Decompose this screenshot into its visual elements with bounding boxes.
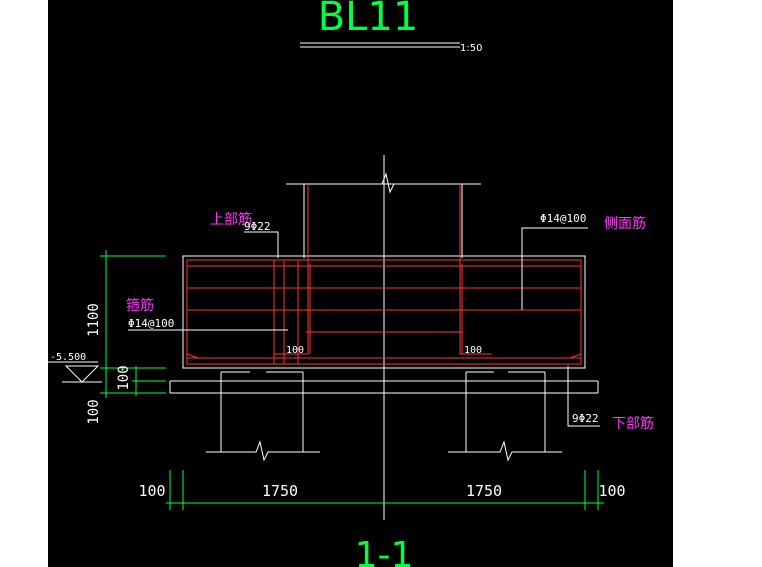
side-rebar-label: 侧面筋	[604, 215, 646, 232]
vdim-100-a: 100	[116, 365, 132, 390]
leader-side-rebar	[521, 227, 588, 310]
bottom-rebar-spec: 9Φ22	[572, 412, 599, 425]
leader-top-rebar	[244, 231, 279, 258]
leader-bottom-rebar	[567, 366, 600, 427]
anchor-left-label: 100	[286, 345, 304, 356]
bottom-rebar-label: 下部筋	[612, 415, 654, 432]
column-bar-right	[459, 184, 492, 355]
vdim-100-b: 100	[86, 399, 102, 424]
hdim-100-right: 100	[598, 482, 625, 500]
pile-right-break-symbol	[448, 440, 562, 462]
drawing-title: BL11	[318, 0, 419, 40]
stirrup-label: 箍筋	[126, 297, 154, 314]
column-bar-left	[274, 184, 309, 355]
hdim-100-left: 100	[138, 482, 165, 500]
rebar-group	[186, 184, 582, 365]
pile-left-break-symbol	[206, 440, 320, 462]
column-break-symbol	[378, 172, 398, 194]
vertical-dimension-lines	[100, 250, 166, 398]
leaders	[48, 227, 600, 427]
stirrup-hook-right	[569, 353, 582, 359]
stirrup-spec: Φ14@100	[128, 317, 174, 330]
elevation-marker	[64, 365, 100, 383]
horizontal-dimension-lines	[166, 470, 604, 510]
side-rebar-spec: Φ14@100	[540, 212, 586, 225]
horizontal-dimension-text: 100 1750 1750 100	[138, 482, 625, 500]
cad-canvas: BL11 1:50	[48, 0, 673, 567]
hdim-1750-right: 1750	[466, 482, 502, 500]
anchor-right-label: 100	[464, 345, 482, 356]
top-rebar-spec: 9Φ22	[244, 220, 271, 233]
hdim-1750-left: 1750	[262, 482, 298, 500]
stirrup-hook-left	[186, 353, 199, 359]
beam-outline	[182, 255, 586, 369]
section-drawing: BL11 1:50	[48, 0, 654, 567]
section-label: 1-1	[355, 535, 414, 567]
elevation-label: -5.500	[50, 352, 86, 363]
stirrup-outer	[186, 259, 582, 365]
vdim-1100: 1100	[86, 303, 102, 337]
scale-note: 1:50	[460, 43, 482, 54]
vertical-dimension-text: 1100 100 100	[86, 303, 132, 425]
top-rebar-label: 上部筋	[210, 211, 252, 228]
